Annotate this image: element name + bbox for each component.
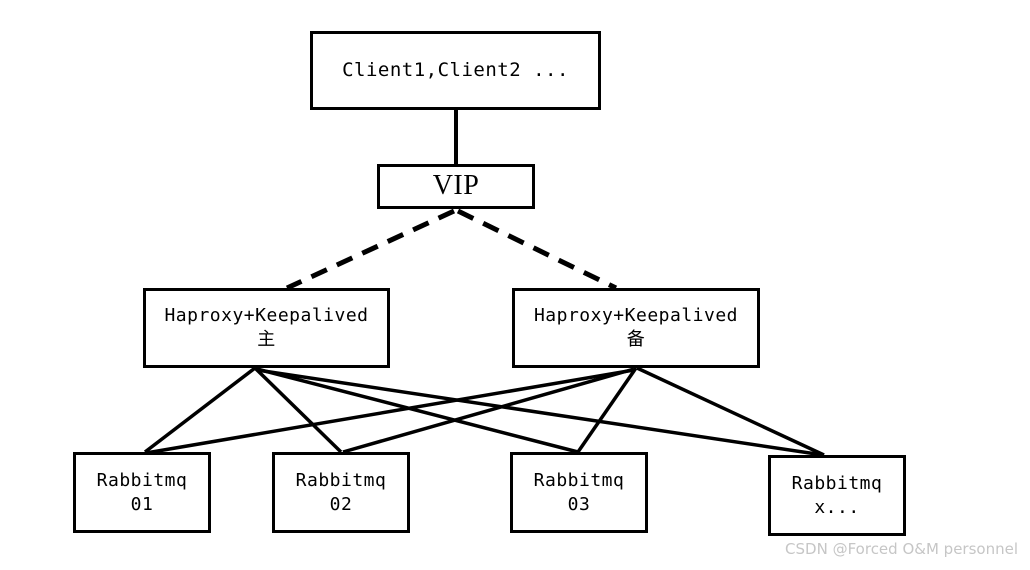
node-rabbitmq-02: Rabbitmq 02	[272, 452, 410, 533]
node-rabbitmq-03-label: Rabbitmq	[533, 469, 625, 491]
edge-haproxy-master-to-rabbitmq-x	[256, 368, 824, 457]
node-haproxy-master-label: Haproxy+Keepalived	[164, 305, 369, 327]
node-vip-label: VIP	[432, 170, 480, 202]
edge-haproxy-backup-to-rabbitmq-x	[636, 366, 825, 457]
edge-haproxy-master-to-rabbitmq-01	[143, 366, 257, 454]
edge-haproxy-backup-to-rabbitmq-02	[342, 367, 635, 454]
node-haproxy-master-role: 主	[257, 329, 276, 350]
node-rabbitmq-01-index: 01	[130, 493, 154, 515]
watermark-text: CSDN @Forced O&M personnel	[785, 540, 1018, 558]
node-vip: VIP	[377, 164, 535, 209]
node-rabbitmq-02-index: 02	[329, 493, 353, 515]
node-haproxy-backup-label: Haproxy+Keepalived	[533, 305, 739, 327]
node-rabbitmq-x-label: Rabbitmq	[791, 472, 883, 494]
edge-haproxy-backup-to-rabbitmq-03	[576, 367, 638, 453]
node-rabbitmq-03-index: 03	[567, 493, 591, 515]
node-rabbitmq-01: Rabbitmq 01	[73, 452, 211, 533]
node-rabbitmq-03: Rabbitmq 03	[510, 452, 648, 533]
node-clients-label: Client1,Client2 ...	[342, 58, 569, 81]
node-rabbitmq-02-label: Rabbitmq	[295, 469, 387, 491]
node-rabbitmq-x-index: x...	[814, 496, 860, 518]
edge-vip-to-haproxy-master	[285, 208, 456, 291]
node-haproxy-master: Haproxy+Keepalived 主	[143, 288, 390, 368]
edge-vip-to-haproxy-backup	[456, 208, 618, 291]
node-rabbitmq-x: Rabbitmq x...	[768, 455, 906, 536]
node-rabbitmq-01-label: Rabbitmq	[96, 469, 188, 491]
node-haproxy-backup-role: 备	[626, 329, 646, 350]
node-haproxy-backup: Haproxy+Keepalived 备	[512, 288, 760, 368]
edge-haproxy-backup-to-rabbitmq-01	[145, 368, 635, 455]
node-clients: Client1,Client2 ...	[310, 31, 601, 110]
edge-haproxy-master-to-rabbitmq-03	[256, 367, 579, 454]
edge-haproxy-master-to-rabbitmq-02	[253, 366, 343, 454]
